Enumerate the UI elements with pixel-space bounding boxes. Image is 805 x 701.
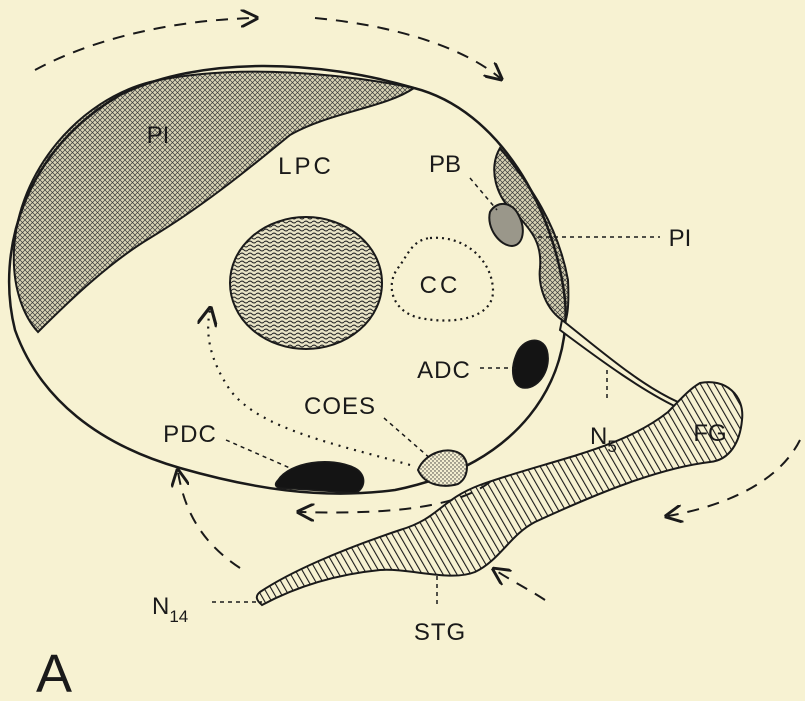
label-stg: STG [414, 619, 466, 646]
dashed-arrow-top-right [315, 18, 500, 78]
panel-letter: A [36, 644, 72, 701]
dashed-arrow-lower-middle [495, 570, 545, 600]
label-fg: FG [693, 420, 726, 447]
dashed-arrow-lower-left [178, 472, 240, 568]
pdc-leader [226, 440, 290, 468]
label-lpc: LPC [278, 153, 334, 180]
label-n5-main: N [590, 423, 607, 450]
label-pb: PB [429, 151, 461, 178]
label-pi-top: PI [147, 122, 170, 149]
label-adc: ADC [417, 357, 471, 384]
coes-region [418, 450, 467, 485]
label-coes: COES [304, 393, 376, 420]
label-n14-main: N [152, 593, 169, 620]
pb-leader [470, 178, 497, 210]
lpc-region [230, 217, 382, 349]
label-cc: CC [420, 272, 461, 299]
adc-region [513, 340, 548, 388]
n5-nerve [560, 320, 683, 410]
label-pi-right: PI [669, 225, 692, 252]
dashed-arrow-top-left [35, 18, 255, 70]
label-n5-sub: 5 [607, 437, 616, 456]
coes-leader [384, 418, 432, 460]
label-n14: N14 [152, 593, 188, 626]
label-pdc: PDC [163, 421, 217, 448]
label-n14-sub: 14 [169, 607, 188, 626]
pdc-region [276, 462, 364, 493]
